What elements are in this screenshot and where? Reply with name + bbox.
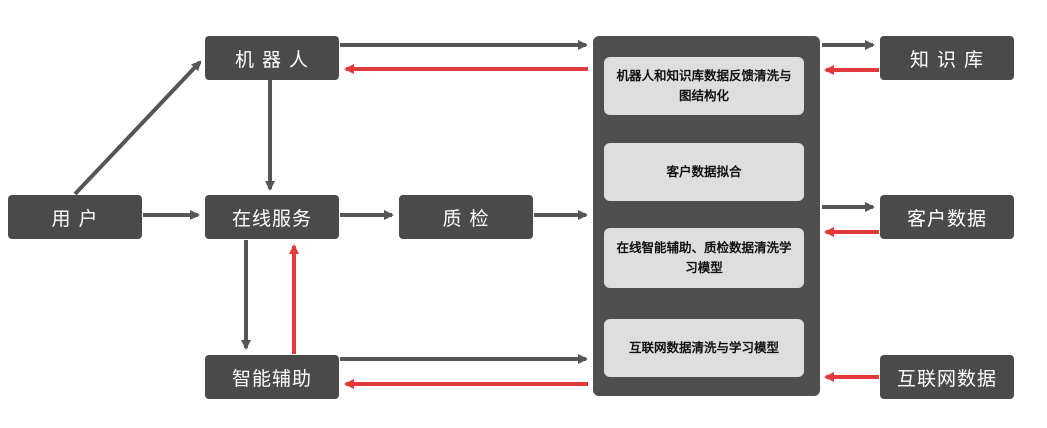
node-internet-data: 互联网数据	[880, 355, 1014, 399]
node-quality-check: 质 检	[399, 195, 533, 239]
process-box-robot-knowledge: 机器人和知识库数据反馈清洗与图结构化	[604, 57, 804, 115]
node-knowledge-base: 知 识 库	[880, 36, 1014, 80]
process-box-internet: 互联网数据清洗与学习模型	[604, 319, 804, 377]
process-box-customer-fit: 客户数据拟合	[604, 143, 804, 201]
node-robot: 机 器 人	[205, 36, 339, 80]
node-user: 用 户	[8, 195, 142, 239]
process-box-online-assist-quality: 在线智能辅助、质检数据清洗学习模型	[604, 228, 804, 288]
node-online-service: 在线服务	[205, 195, 339, 239]
arrow-user-to-robot	[73, 60, 202, 196]
node-smart-assist: 智能辅助	[205, 355, 339, 399]
node-customer-data: 客户数据	[880, 195, 1014, 239]
